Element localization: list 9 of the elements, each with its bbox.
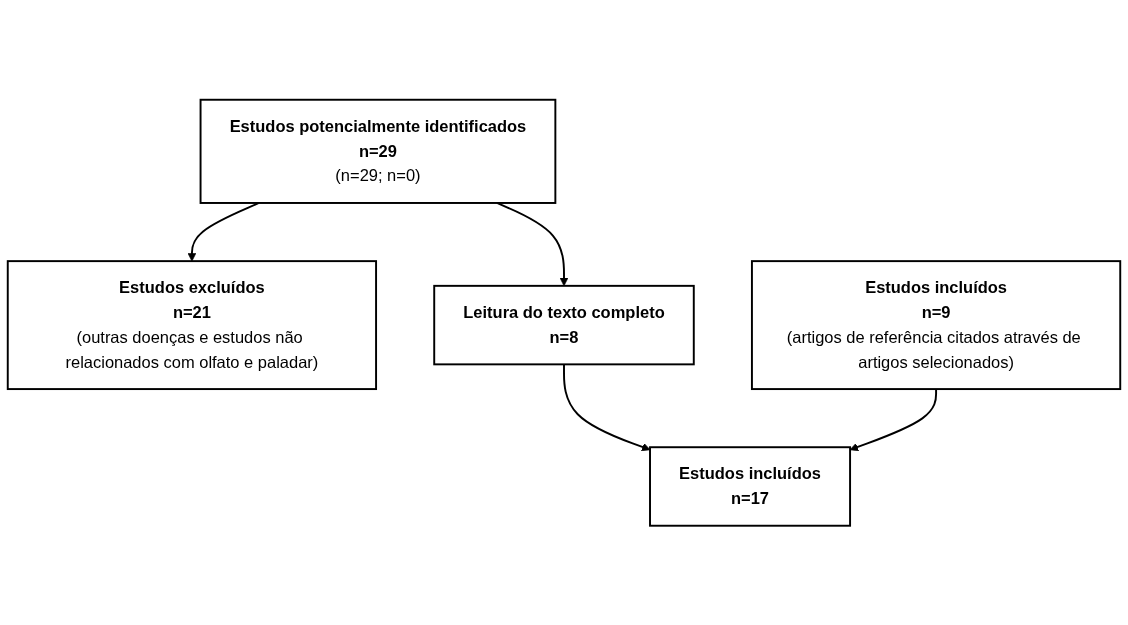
arrow: [187, 201, 260, 262]
node-box: Estudos potencialmente identificados n=29 (n=29; n=0): [199, 98, 557, 204]
node-box: Leitura do texto completo n=8: [433, 284, 695, 366]
node-box: Estudos incluídos n=17: [649, 446, 852, 527]
arrow: [849, 387, 938, 451]
node-box: Estudos excluídos n=21 (outras doenças e estudos não relacionados com olfato e paladar): [6, 259, 378, 390]
arrow: [563, 363, 651, 451]
node-box: Estudos incluídos n=9 (artigos de referência citados através de artigos selecionados): [750, 259, 1122, 390]
arrow: [496, 201, 569, 286]
